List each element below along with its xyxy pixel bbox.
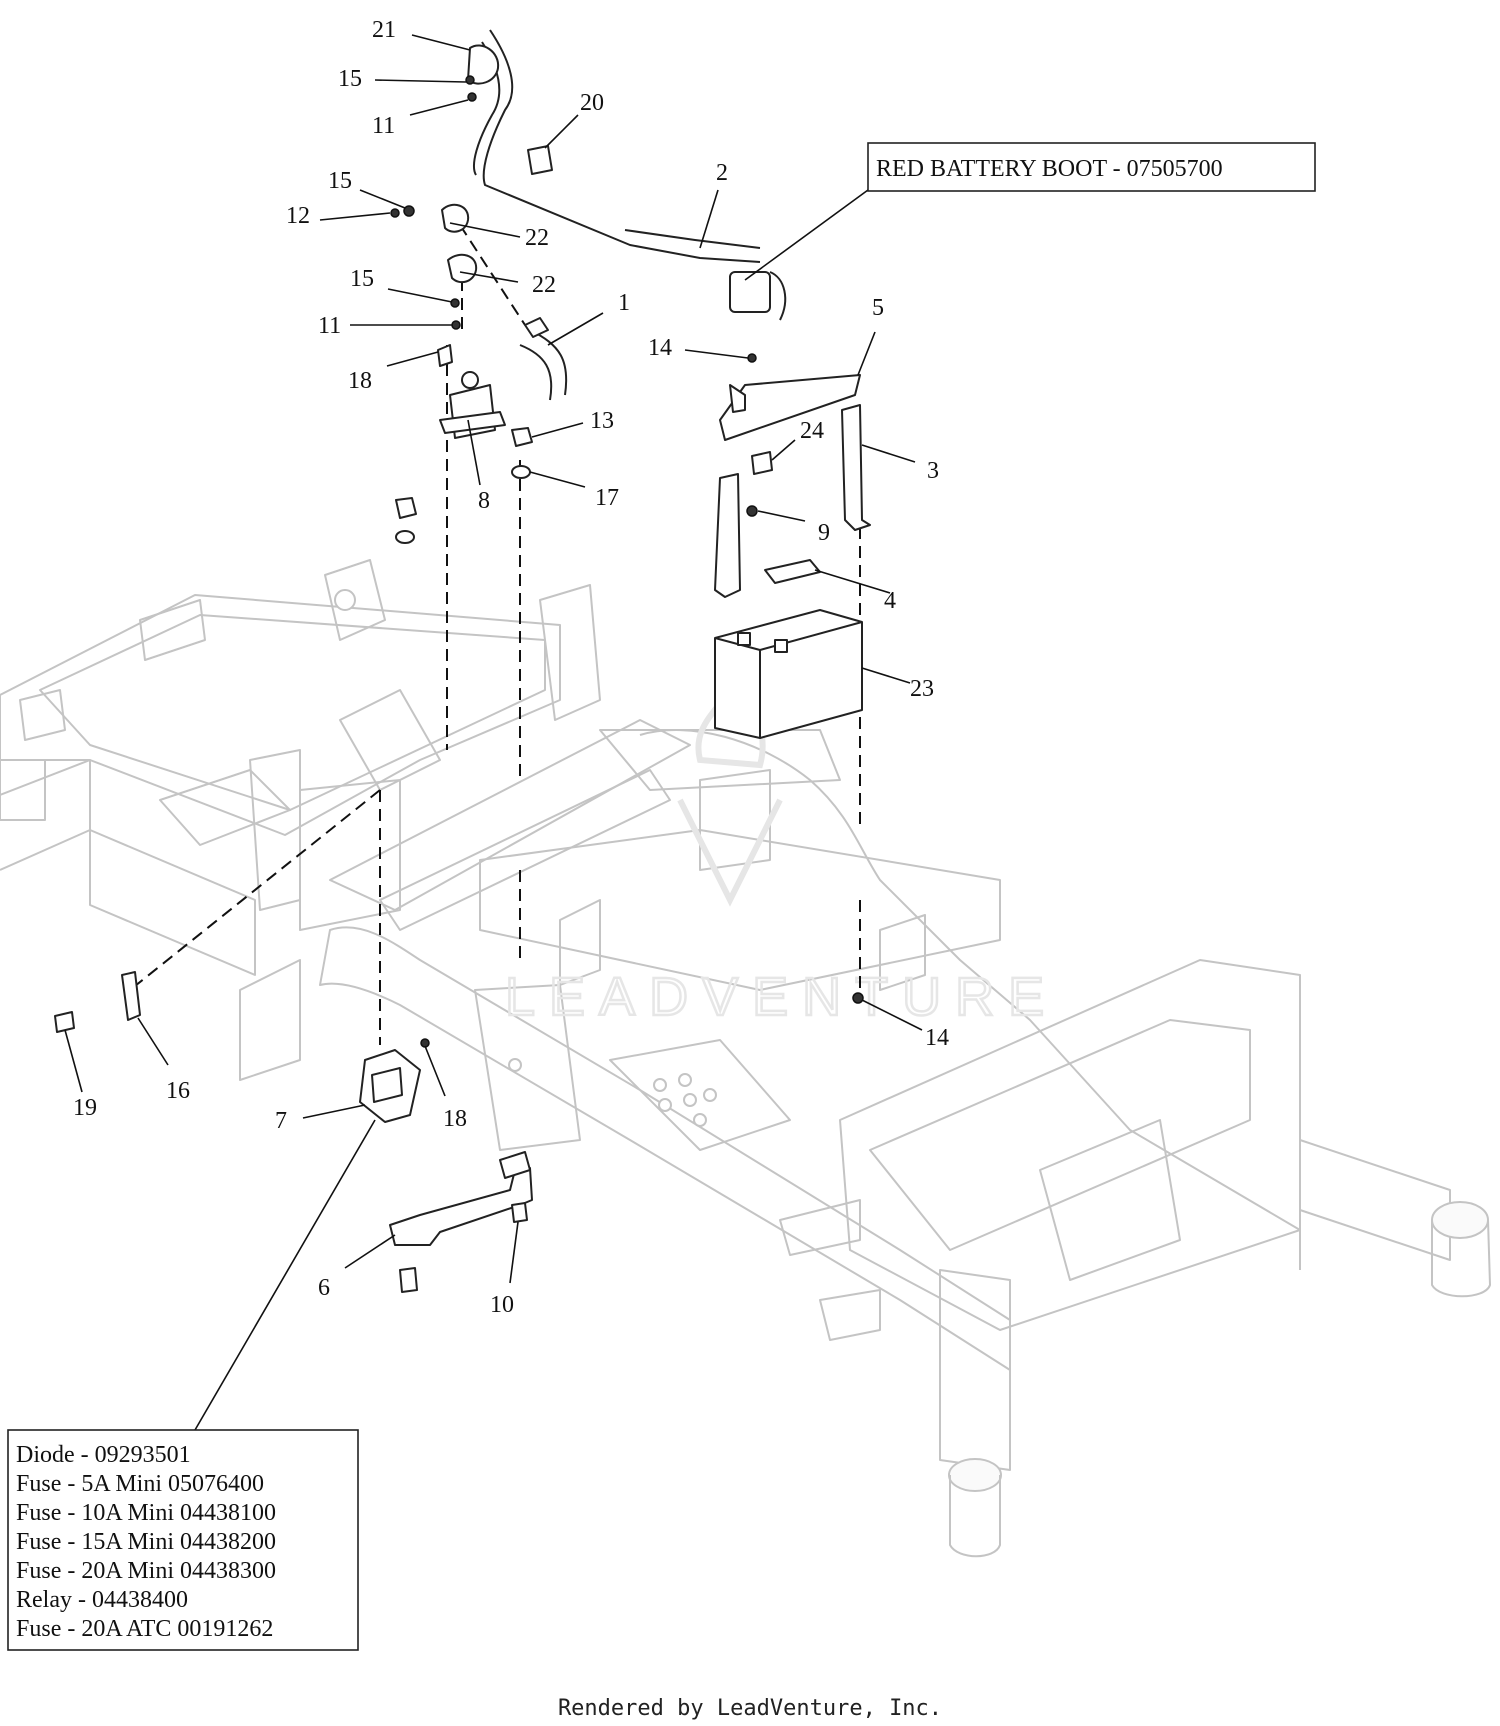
callout-1: 1 <box>618 290 630 316</box>
callout-24: 24 <box>800 418 824 444</box>
leader-lines <box>64 34 923 1431</box>
callout-14: 14 <box>648 335 672 361</box>
callout-18: 18 <box>348 368 372 394</box>
svg-text:LEADVENTURE: LEADVENTURE <box>505 967 1058 1027</box>
callout-22: 22 <box>525 225 549 251</box>
fuse-list-callout: Diode - 09293501 Fuse - 5A Mini 05076400… <box>7 1429 359 1651</box>
fuse-list-item: Fuse - 10A Mini 04438100 <box>16 1500 276 1526</box>
callout-9: 9 <box>818 520 830 546</box>
leadventure-watermark: LEADVENTURE <box>504 666 1058 1028</box>
callout-19: 19 <box>73 1095 97 1121</box>
callout-15: 15 <box>350 266 374 292</box>
fuse-list-item: Fuse - 20A ATC 00191262 <box>16 1616 273 1642</box>
callout-17: 17 <box>595 485 619 511</box>
callout-21: 21 <box>372 17 396 43</box>
battery-boot-label: RED BATTERY BOOT - 07505700 <box>876 156 1223 182</box>
battery-boot-callout: RED BATTERY BOOT - 07505700 <box>867 142 1316 192</box>
callout-12: 12 <box>286 203 310 229</box>
callout-4: 4 <box>884 588 896 614</box>
callout-2: 2 <box>716 160 728 186</box>
mower-frame <box>0 559 1491 1558</box>
fuse-list-item: Relay - 04438400 <box>16 1587 188 1613</box>
rendered-by-footer: Rendered by LeadVenture, Inc. <box>557 1696 943 1721</box>
callout-20: 20 <box>580 90 604 116</box>
callout-15: 15 <box>328 168 352 194</box>
callout-3: 3 <box>927 458 939 484</box>
fuse-list-item: Fuse - 5A Mini 05076400 <box>16 1471 264 1497</box>
callout-13: 13 <box>590 408 614 434</box>
callout-14: 14 <box>925 1025 949 1051</box>
callout-6: 6 <box>318 1275 330 1301</box>
fuse-list-item: Fuse - 15A Mini 04438200 <box>16 1529 276 1555</box>
callout-16: 16 <box>166 1078 190 1104</box>
callout-23: 23 <box>910 676 934 702</box>
parts <box>54 29 871 1293</box>
callout-5: 5 <box>872 295 884 321</box>
callout-18: 18 <box>443 1106 467 1132</box>
callout-15: 15 <box>338 66 362 92</box>
callout-10: 10 <box>490 1292 514 1318</box>
callout-11: 11 <box>318 313 341 339</box>
callout-7: 7 <box>275 1108 287 1134</box>
callout-numbers: 21 15 11 20 2 15 12 22 15 22 1 11 5 14 1… <box>73 17 949 1318</box>
fuse-list-item: Fuse - 20A Mini 04438300 <box>16 1558 276 1584</box>
callout-22: 22 <box>532 272 556 298</box>
callout-8: 8 <box>478 488 490 514</box>
callout-11: 11 <box>372 113 395 139</box>
fuse-list-item: Diode - 09293501 <box>16 1442 191 1468</box>
